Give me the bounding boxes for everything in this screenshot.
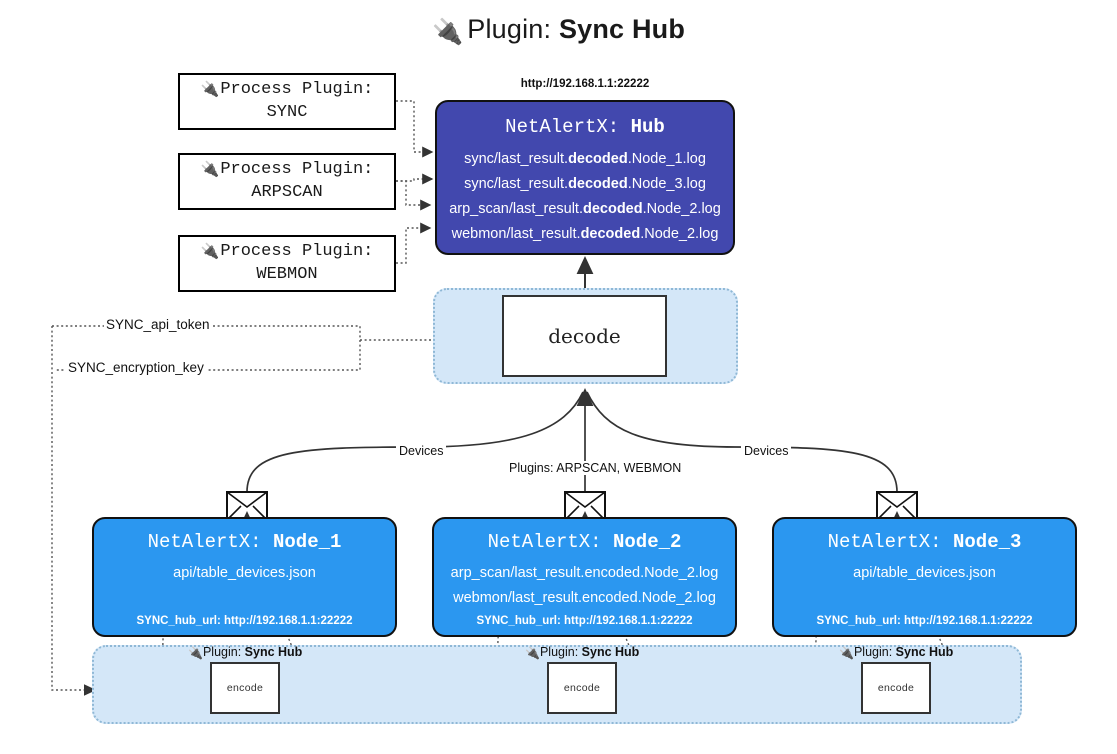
edge-node3-to-decode [586,391,898,493]
hub-url-label: http://192.168.1.1:22222 [520,78,650,90]
node-header-prefix: NetAlertX: [487,531,602,553]
plug-icon: 🔌 [431,18,464,46]
node-header: NetAlertX: Node_1 [94,531,395,553]
hub-log-mid: decoded [582,200,643,217]
node-header-name: Node_3 [953,531,1022,553]
node-header: NetAlertX: Node_3 [774,531,1075,553]
process-plugin-name: WEBMON [256,264,318,284]
encoder-plugin-label-1: 🔌Plugin: Sync Hub [188,645,302,660]
edge-secrets-to-encoders [51,326,97,696]
node-log-line: api/table_devices.json [853,565,996,581]
process-plugin-title: Process Plugin: [220,79,374,99]
process-plugin-webmon[interactable]: 🔌Process Plugin: WEBMON [178,235,396,292]
node-header-name: Node_1 [273,531,342,553]
edge-sync-to-hub-1 [396,100,434,158]
node-header-name: Node_2 [613,531,682,553]
hub-log-post: .Node_2.log [640,225,719,242]
hub-log-row: sync/last_result.decoded.Node_3.log [437,172,733,197]
hub-log-mid: decoded [568,151,628,167]
plug-icon: 🔌 [200,80,220,98]
decode-box[interactable]: decode [502,295,667,377]
encoder-plugin-name: Sync Hub [895,645,954,659]
hub-log-pre: webmon/last_result. [451,225,581,242]
encoder-plugin-prefix: Plugin: [202,645,242,659]
node-log-line: arp_scan/last_result.encoded.Node_2.log [450,565,719,581]
edge-arpscan-to-hub [396,173,434,185]
encode-box-1[interactable]: encode [210,662,280,714]
edge-webmon-to-hub [396,222,432,264]
encoder-plugin-label-2: 🔌Plugin: Sync Hub [525,645,639,660]
node-header-prefix: NetAlertX: [147,531,262,553]
hub-log-pre: sync/last_result. [464,175,569,192]
node-hub-url-label: SYNC_hub_url: http://192.168.1.1:22222 [816,615,1033,627]
process-plugin-sync[interactable]: 🔌Process Plugin: SYNC [178,73,396,130]
hub-log-row: arp_scan/last_result.decoded.Node_2.log [437,197,733,222]
node-header-prefix: NetAlertX: [827,531,942,553]
secret-encryption-key-label: SYNC_encryption_key [66,360,206,375]
encoder-plugin-prefix: Plugin: [853,645,893,659]
hub-log-post: .Node_1.log [627,151,706,167]
edge-label-plugins-center: Plugins: ARPSCAN, WEBMON [506,461,685,475]
plug-icon: 🔌 [188,646,203,660]
encoder-plugin-prefix: Plugin: [539,645,579,659]
secret-api-token-label: SYNC_api_token [104,317,212,332]
hub-log-pre: sync/last_result. [464,151,569,167]
hub-header-name: Hub [630,116,665,138]
hub-log-post: .Node_2.log [642,200,721,217]
page-title: 🔌Plugin: Sync Hub [0,14,1117,47]
process-plugin-title: Process Plugin: [220,159,374,179]
process-plugin-name: ARPSCAN [251,182,323,202]
process-plugin-arpscan[interactable]: 🔌Process Plugin: ARPSCAN [178,153,396,210]
hub-log-mid: decoded [580,225,641,242]
node-1[interactable]: NetAlertX: Node_1 api/table_devices.json… [92,517,397,637]
process-plugin-title: Process Plugin: [220,241,374,261]
encoder-plugin-name: Sync Hub [244,645,303,659]
node-hub-url-label: SYNC_hub_url: http://192.168.1.1:22222 [136,615,353,627]
title-name: Sync Hub [558,14,686,44]
encode-box-3[interactable]: encode [861,662,931,714]
encoder-plugin-label-3: 🔌Plugin: Sync Hub [839,645,953,660]
hub-log-mid: decoded [568,175,628,192]
hub-log-post: .Node_3.log [627,175,706,192]
encoder-plugin-name: Sync Hub [581,645,640,659]
node-2[interactable]: NetAlertX: Node_2 arp_scan/last_result.e… [432,517,737,637]
plug-icon: 🔌 [200,160,220,178]
hub-log-pre: arp_scan/last_result. [449,200,583,217]
hub-header-prefix: NetAlertX: [505,116,620,138]
node-3[interactable]: NetAlertX: Node_3 api/table_devices.json… [772,517,1077,637]
edge-node1-to-decode [246,391,584,493]
node-log-line: webmon/last_result.encoded.Node_2.log [453,589,716,606]
hub-header: NetAlertX: Hub [437,116,733,138]
edge-label-devices-right: Devices [741,444,792,458]
plug-icon: 🔌 [839,646,854,660]
plug-icon: 🔌 [200,242,220,260]
node-header: NetAlertX: Node_2 [434,531,735,553]
node-hub-url-label: SYNC_hub_url: http://192.168.1.1:22222 [476,615,693,627]
hub-log-row: webmon/last_result.decoded.Node_2.log [437,222,733,247]
hub-log-row: sync/last_result.decoded.Node_1.log [437,147,733,172]
node-log-line: api/table_devices.json [173,565,316,581]
plug-icon: 🔌 [525,646,540,660]
encode-box-2[interactable]: encode [547,662,617,714]
process-plugin-name: SYNC [266,102,308,122]
edge-label-devices-left: Devices [396,444,447,458]
hub-node[interactable]: NetAlertX: Hub sync/last_result.decoded.… [435,100,735,255]
title-prefix: Plugin: [467,14,552,44]
edge-arpscan-to-hub-2 [396,180,432,211]
